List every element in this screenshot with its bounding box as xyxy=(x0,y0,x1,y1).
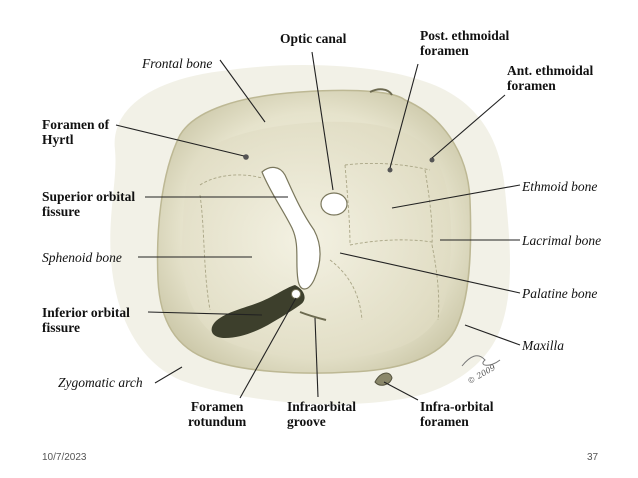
post-ethmoidal-foramen-shape xyxy=(387,167,393,173)
label-line: Ant. ethmoidal xyxy=(507,63,594,78)
label-line: fissure xyxy=(42,204,81,219)
ant-ethmoidal-foramen-shape xyxy=(429,157,435,163)
inferior-orbital-fissure-shape xyxy=(211,285,305,338)
artist-signature xyxy=(461,355,501,367)
label-line: Infraorbital xyxy=(287,399,356,414)
label-ethmoid-bone: Ethmoid bone xyxy=(522,179,598,194)
label-post-ethmoidal: Post. ethmoidal foramen xyxy=(420,28,509,58)
label-line: foramen xyxy=(420,43,469,58)
label-maxilla: Maxilla xyxy=(522,338,564,353)
label-frontal-bone: Frontal bone xyxy=(142,56,213,71)
footer-date: 10/7/2023 xyxy=(42,452,87,463)
label-palatine-bone: Palatine bone xyxy=(522,286,598,301)
label-superior-orbital-fissure: Superior orbital fissure xyxy=(42,189,135,219)
supraorbital-notch xyxy=(369,88,393,96)
label-optic-canal: Optic canal xyxy=(280,31,347,46)
label-lacrimal-bone: Lacrimal bone xyxy=(522,233,602,248)
label-foramen-rotundum: Foramen rotundum xyxy=(188,399,246,429)
label-infraorbital-groove: Infraorbital groove xyxy=(287,399,356,429)
leader-lines xyxy=(115,51,521,401)
label-line: rotundum xyxy=(188,414,247,429)
label-line: Inferior orbital xyxy=(42,305,130,320)
label-zygomatic-arch: Zygomatic arch xyxy=(58,375,143,390)
footer-page-number: 37 xyxy=(587,452,599,463)
label-line: Infra-orbital xyxy=(420,399,494,414)
label-line: Post. ethmoidal xyxy=(420,28,510,43)
label-line: Hyrtl xyxy=(42,132,74,147)
superior-orbital-fissure-shape xyxy=(261,166,321,290)
foramen-hyrtl-shape xyxy=(243,154,249,160)
infraorbital-groove-shape xyxy=(299,311,327,321)
label-line: foramen xyxy=(507,78,556,93)
label-line: foramen xyxy=(420,414,469,429)
label-ant-ethmoidal: Ant. ethmoidal foramen xyxy=(507,63,593,93)
label-line: Foramen xyxy=(190,399,244,414)
label-infra-orbital-foramen: Infra-orbital foramen xyxy=(420,399,494,429)
label-line: Foramen of xyxy=(42,117,110,132)
label-sphenoid-bone: Sphenoid bone xyxy=(42,250,122,265)
label-line: groove xyxy=(287,414,326,429)
foramen-rotundum-shape xyxy=(291,289,301,299)
label-line: Superior orbital xyxy=(42,189,136,204)
label-foramen-hyrtl: Foramen of Hyrtl xyxy=(42,117,109,147)
infra-orbital-foramen-shape xyxy=(374,372,393,386)
label-line: fissure xyxy=(42,320,81,335)
bone-sutures xyxy=(199,162,440,321)
label-inferior-orbital-fissure: Inferior orbital fissure xyxy=(42,305,130,335)
optic-canal-shape xyxy=(320,192,348,216)
